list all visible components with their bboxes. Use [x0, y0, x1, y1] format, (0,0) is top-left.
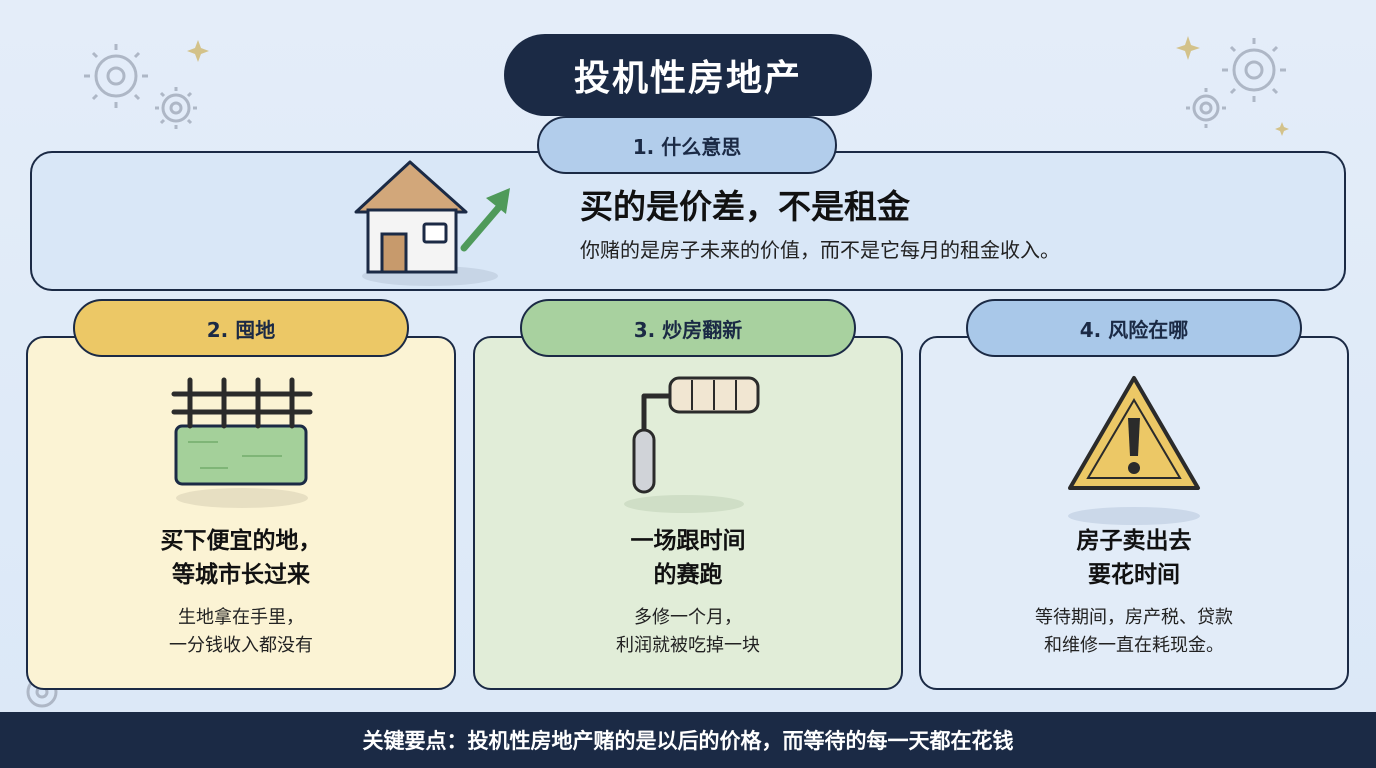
gear-decoration-right	[1176, 36, 1289, 136]
card-risk-label: 4. 风险在哪	[966, 299, 1302, 357]
card-flipping-heading: 一场跟时间 的赛跑	[630, 528, 746, 588]
house-arrow-up-icon	[354, 160, 510, 286]
page-title: 投机性房地产	[504, 34, 872, 116]
definition-label: 1. 什么意思	[537, 116, 837, 174]
card-land-banking-label: 2. 囤地	[73, 299, 409, 357]
warning-icon	[1068, 376, 1200, 525]
definition-card	[30, 151, 1346, 291]
definition-heading: 买的是价差，不是租金	[580, 187, 910, 226]
definition-description: 你赌的是房子未来的价值，而不是它每月的租金收入。	[580, 238, 1060, 262]
card-risk-heading: 房子卖出去 要花时间	[1076, 528, 1192, 588]
card-flipping-description: 多修一个月， 利润就被吃掉一块	[616, 607, 760, 656]
key-takeaway-footer: 关键要点：投机性房地产赌的是以后的价格，而等待的每一天都在花钱	[0, 712, 1376, 768]
card-land-banking-description: 生地拿在手里， 一分钱收入都没有	[169, 607, 313, 656]
fenced-land-icon	[171, 377, 313, 508]
gear-decoration-left	[84, 40, 209, 129]
card-risk-description: 等待期间，房产税、贷款 和维修一直在耗现金。	[1035, 607, 1233, 656]
card-land-banking-heading: 买下便宜的地， 等城市长过来	[160, 528, 322, 588]
paint-roller-icon	[624, 376, 760, 513]
card-flipping-label: 3. 炒房翻新	[520, 299, 856, 357]
